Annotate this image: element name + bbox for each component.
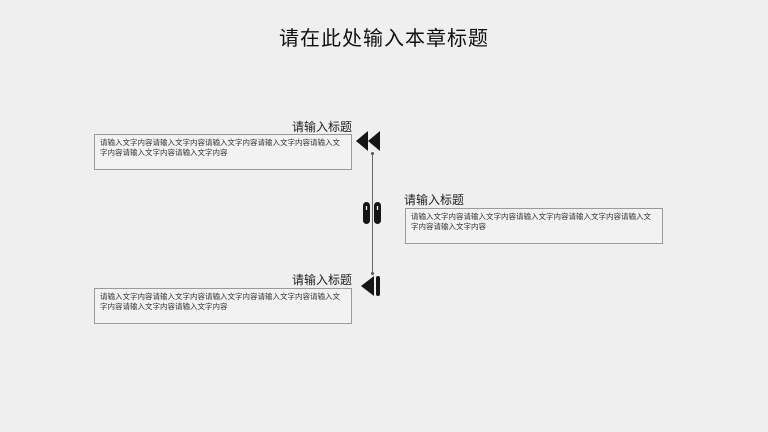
item-3-title: 请输入标题 bbox=[291, 273, 352, 287]
item-3-text-box: 请输入文字内容请输入文字内容请输入文字内容请输入文字内容请输入文字内容请输入文字… bbox=[94, 288, 352, 324]
item-2-text-box: 请输入文字内容请输入文字内容请输入文字内容请输入文字内容请输入文字内容请输入文字… bbox=[405, 208, 663, 244]
item-1-text-box: 请输入文字内容请输入文字内容请输入文字内容请输入文字内容请输入文字内容请输入文字… bbox=[94, 134, 352, 170]
rewind-icon bbox=[356, 131, 380, 151]
skip-back-icon bbox=[361, 276, 380, 296]
timeline-line bbox=[372, 153, 373, 274]
page-title: 请在此处输入本章标题 bbox=[279, 26, 489, 50]
item-1-title: 请输入标题 bbox=[291, 120, 352, 134]
item-2-title: 请输入标题 bbox=[404, 193, 465, 207]
timeline-dot-top bbox=[371, 152, 374, 155]
pause-icon bbox=[363, 202, 381, 224]
timeline-dot-bottom bbox=[371, 272, 374, 275]
